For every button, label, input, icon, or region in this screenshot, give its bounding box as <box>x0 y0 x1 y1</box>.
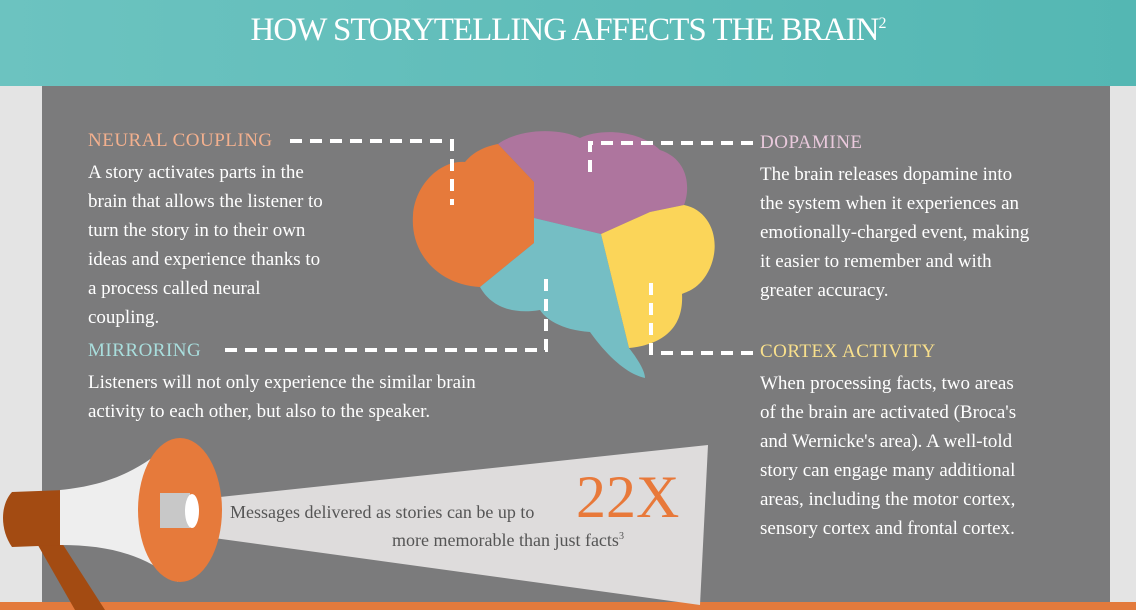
text-line: areas, including the motor cortex, <box>760 489 1016 510</box>
text-line: Listeners will not only experience the s… <box>88 372 476 393</box>
text-line: When processing facts, two areas <box>760 373 1014 394</box>
mirroring-heading: MIRRORING <box>88 340 202 361</box>
brain-yellow-lobe <box>601 205 715 348</box>
text-line: turn the story in to their own <box>88 220 306 241</box>
brain-illustration <box>412 131 715 378</box>
text-line: and Wernicke's area). A well-told <box>760 431 1013 452</box>
text-line: emotionally-charged event, making <box>760 222 1030 243</box>
header-banner <box>0 0 1136 86</box>
text-line: The brain releases dopamine into <box>760 164 1013 185</box>
neural-coupling-heading: NEURAL COUPLING <box>88 130 273 151</box>
brain-teal-lobe <box>480 218 645 378</box>
text-line: brain that allows the listener to <box>88 191 323 212</box>
megaphone-illustration <box>3 438 708 610</box>
text-line: A story activates parts in the <box>88 162 304 183</box>
megaphone-message-line1: Messages delivered as stories can be up … <box>230 502 535 522</box>
text-line: coupling. <box>88 307 160 328</box>
text-line: sensory cortex and frontal cortex. <box>760 518 1015 539</box>
text-line: activity to each other, but also to the … <box>88 401 431 422</box>
dopamine-text: The brain releases dopamine into the sys… <box>760 160 1029 305</box>
neural-coupling-text: A story activates parts in the brain tha… <box>88 158 323 332</box>
text-line: a process called neural <box>88 278 261 299</box>
page-title: HOW STORYTELLING AFFECTS THE BRAIN2 <box>0 12 1136 49</box>
text-line: story can engage many additional <box>760 460 1016 481</box>
title-text: HOW STORYTELLING AFFECTS THE BRAIN <box>250 12 880 48</box>
text-line: greater accuracy. <box>760 280 889 301</box>
line2-text: more memorable than just facts <box>392 530 619 550</box>
brain-purple-lobe <box>498 131 688 234</box>
sound-beam <box>192 445 708 605</box>
title-footnote: 2 <box>878 15 886 32</box>
stat-22x: 22X <box>576 464 680 530</box>
dopamine-heading: DOPAMINE <box>760 132 863 153</box>
mirroring-text: Listeners will not only experience the s… <box>88 368 476 426</box>
text-line: the system when it experiences an <box>760 193 1020 214</box>
megaphone-handle <box>35 540 105 610</box>
text-line: it easier to remember and with <box>760 251 992 272</box>
brain-orange-lobe <box>412 144 534 287</box>
footnote-ref: 3 <box>618 531 624 542</box>
footer-strip <box>0 602 1136 610</box>
cortex-activity-heading: CORTEX ACTIVITY <box>760 341 936 362</box>
cortex-activity-text: When processing facts, two areas of the … <box>760 369 1016 543</box>
connector-lines <box>225 139 753 355</box>
text-line: ideas and experience thanks to <box>88 249 321 270</box>
text-line: of the brain are activated (Broca's <box>760 402 1017 423</box>
megaphone-grip <box>3 490 65 547</box>
megaphone-message-line2: more memorable than just facts3 <box>392 530 624 551</box>
